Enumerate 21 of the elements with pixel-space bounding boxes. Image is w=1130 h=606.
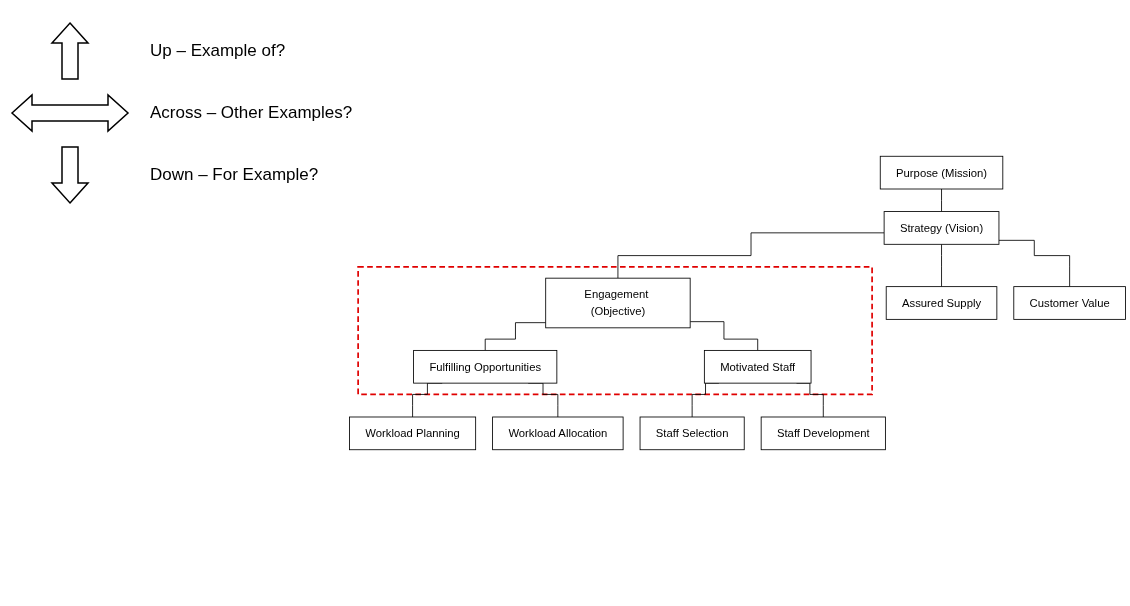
connector xyxy=(484,322,547,351)
connector xyxy=(941,243,942,288)
node-box: Fulfilling Opportunities xyxy=(413,349,558,384)
node-box: Assured Supply xyxy=(885,286,998,320)
node-box: Purpose (Mission) xyxy=(879,155,1004,190)
connector xyxy=(689,321,759,351)
connector xyxy=(998,239,1071,288)
connector xyxy=(941,188,942,212)
node-box: Strategy (Vision) xyxy=(883,211,1000,245)
node-box: Engagement (Objective) xyxy=(545,277,691,329)
direction-label: Across – Other Examples? xyxy=(150,103,353,123)
direction-label: Down – For Example? xyxy=(150,165,319,185)
node-box: Workload Planning xyxy=(349,416,477,451)
node-box: Customer Value xyxy=(1013,286,1126,320)
cluster xyxy=(357,266,873,396)
node-box: Workload Allocation xyxy=(492,416,624,451)
node-box: Motivated Staff xyxy=(703,349,812,384)
connector xyxy=(617,232,885,279)
node-box: Staff Selection xyxy=(639,416,745,451)
direction-label: Up – Example of? xyxy=(150,41,286,61)
node-box: Staff Development xyxy=(760,416,886,451)
